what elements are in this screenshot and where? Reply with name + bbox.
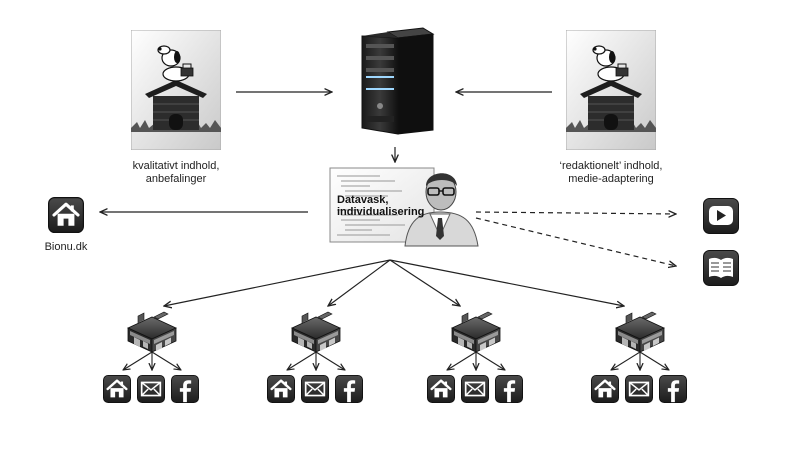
server-icon bbox=[361, 27, 435, 135]
store-icon bbox=[291, 311, 341, 352]
store-cluster-1 bbox=[103, 259, 391, 403]
arrow-to-facebook-icon bbox=[475, 351, 505, 370]
arrow-to-store-1 bbox=[164, 259, 391, 306]
processing-node: Datavask, individualisering bbox=[329, 167, 479, 247]
store-cluster-4 bbox=[389, 259, 687, 403]
source-image-left bbox=[131, 30, 221, 150]
store-icon bbox=[127, 311, 177, 352]
stores-layer bbox=[103, 259, 687, 403]
processing-label-line1: Datavask, bbox=[337, 194, 388, 206]
left-caption-line2: anbefalinger bbox=[145, 173, 207, 185]
arrow-to-home-icon bbox=[287, 351, 317, 370]
facebook-icon bbox=[659, 375, 687, 403]
home-icon bbox=[267, 375, 295, 403]
arrow-to-home-icon bbox=[123, 351, 153, 370]
mail-icon bbox=[137, 375, 165, 403]
mail-icon bbox=[625, 375, 653, 403]
facebook-icon bbox=[495, 375, 523, 403]
arrow-to-store-2 bbox=[328, 259, 391, 306]
arrow-to-store-4 bbox=[389, 259, 624, 306]
arrow-to-home-icon bbox=[447, 351, 477, 370]
flow-arrows bbox=[100, 92, 676, 266]
left-source-caption: kvalitativt indhold, anbefalinger bbox=[116, 160, 236, 186]
home-icon bbox=[591, 375, 619, 403]
home-icon bbox=[103, 375, 131, 403]
site-label: Bionu.dk bbox=[45, 241, 88, 253]
arrow-to-facebook-icon bbox=[151, 351, 181, 370]
person-icon bbox=[404, 173, 479, 247]
arrow-processing-to-book bbox=[475, 217, 676, 266]
right-caption-line2: medie-adaptering bbox=[568, 173, 654, 185]
book-icon bbox=[703, 250, 739, 286]
right-source-caption: ‘redaktionelt’ indhold, medie-adaptering bbox=[551, 160, 671, 186]
source-image-right bbox=[566, 30, 656, 150]
right-caption-line1: ‘redaktionelt’ indhold, bbox=[559, 160, 663, 172]
store-cluster-3 bbox=[389, 259, 523, 403]
left-caption-line1: kvalitativt indhold, bbox=[132, 160, 220, 172]
facebook-icon bbox=[171, 375, 199, 403]
mail-icon bbox=[301, 375, 329, 403]
arrow-processing-to-video bbox=[475, 212, 676, 214]
arrow-to-store-3 bbox=[389, 259, 460, 306]
site-home-icon bbox=[48, 197, 84, 233]
store-icon bbox=[451, 311, 501, 352]
video-play-icon bbox=[703, 198, 739, 234]
home-icon bbox=[427, 375, 455, 403]
store-cluster-2 bbox=[267, 259, 391, 403]
mail-icon bbox=[461, 375, 489, 403]
processing-label-line2: individualisering bbox=[337, 206, 424, 218]
arrow-to-facebook-icon bbox=[315, 351, 345, 370]
code-document bbox=[329, 167, 435, 243]
store-icon bbox=[615, 311, 665, 352]
facebook-icon bbox=[335, 375, 363, 403]
arrow-to-home-icon bbox=[611, 351, 641, 370]
arrow-to-facebook-icon bbox=[639, 351, 669, 370]
